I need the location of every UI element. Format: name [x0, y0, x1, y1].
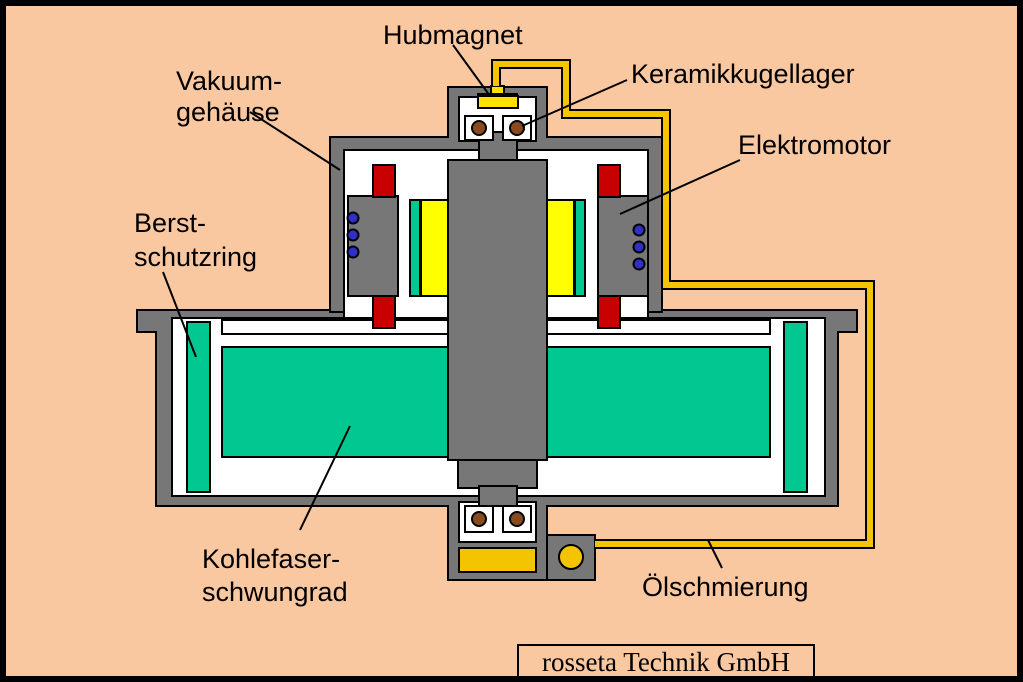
- label-oelschmierung: Ölschmierung: [642, 572, 809, 602]
- label-vakuum-line1: Vakuum-: [176, 66, 283, 96]
- coil-left-1: [346, 211, 360, 225]
- oil-line: [491, 59, 875, 549]
- motor-magnet-tr: [597, 164, 621, 198]
- coil-left-2: [346, 228, 360, 242]
- motor-magnet-tl: [372, 164, 396, 198]
- label-berst-line2: schutzring: [134, 242, 258, 272]
- motor-magnet-bl: [372, 295, 396, 329]
- label-vakuum-line2: gehäuse: [176, 97, 280, 127]
- label-kohle-line1: Kohlefaser-: [202, 544, 341, 574]
- shaft-bottom-tip: [478, 485, 518, 507]
- flywheel-cross-section: [136, 44, 875, 581]
- rotor-green-left: [409, 199, 421, 297]
- coil-left-3: [346, 245, 360, 259]
- rotor-yellow-left: [420, 199, 449, 297]
- coil-right-2: [632, 240, 646, 254]
- label-keramikkugellager: Keramikkugellager: [631, 59, 855, 89]
- label-elektromotor: Elektromotor: [738, 130, 892, 160]
- lower-bearing-ball-left: [471, 511, 487, 527]
- coil-right-1: [632, 223, 646, 237]
- upper-bearing-ball-left: [471, 120, 487, 136]
- lower-bearing-ball-right: [509, 511, 525, 527]
- motor-magnet-br: [597, 295, 621, 329]
- coil-right-3: [632, 257, 646, 271]
- shaft-bottom-neck: [457, 459, 538, 489]
- oil-reservoir: [458, 547, 537, 573]
- upper-bearing-ball-right: [509, 120, 525, 136]
- label-hubmagnet: Hubmagnet: [383, 20, 523, 50]
- lift-magnet-body: [477, 95, 519, 109]
- burst-ring-left: [186, 321, 211, 493]
- oil-pump: [558, 544, 584, 570]
- burst-ring-right: [783, 321, 808, 493]
- rotor-yellow-right: [546, 199, 575, 297]
- shaft: [447, 159, 548, 461]
- leader-lines: [162, 44, 741, 569]
- credit-box: rosseta Technik GmbH: [517, 644, 815, 676]
- label-berst-line1: Berst-: [134, 208, 207, 238]
- label-kohle-line2: schwungrad: [202, 577, 348, 607]
- rotor-green-right: [574, 199, 586, 297]
